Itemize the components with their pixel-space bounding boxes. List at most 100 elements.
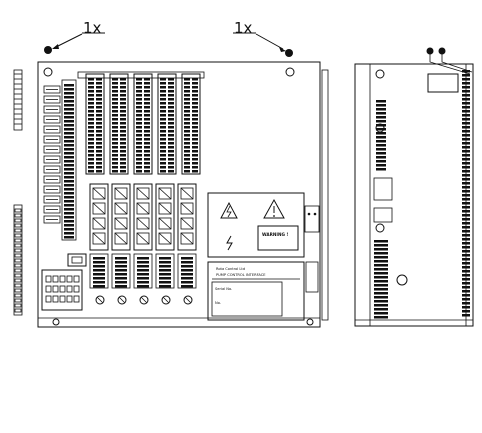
relay xyxy=(180,187,194,200)
terminal xyxy=(184,98,190,101)
relay-terminal xyxy=(93,277,105,280)
terminal xyxy=(144,138,150,141)
terminal xyxy=(112,114,118,117)
terminal xyxy=(192,130,198,133)
side-terminal xyxy=(462,282,470,285)
callout-left-arrowhead xyxy=(52,44,59,49)
front-board-outline xyxy=(37,61,321,328)
terminal xyxy=(168,102,174,105)
side-terminal xyxy=(462,186,470,189)
side-terminal xyxy=(462,106,470,109)
screw-slot xyxy=(118,296,126,304)
rail-terminal xyxy=(14,243,22,248)
screw-icon xyxy=(117,295,127,305)
bottom-terminal xyxy=(59,295,66,303)
relay-mark xyxy=(92,232,106,245)
terminal xyxy=(184,162,190,165)
terminal xyxy=(192,166,198,169)
screw-icon xyxy=(161,295,171,305)
terminal xyxy=(192,98,198,101)
left-terminal xyxy=(64,140,74,143)
relay xyxy=(92,232,106,245)
side-terminal xyxy=(462,142,470,145)
terminal xyxy=(96,158,102,161)
side-terminal xyxy=(462,294,470,297)
terminal xyxy=(160,146,166,149)
side-terminal xyxy=(374,308,388,311)
terminal xyxy=(168,134,174,137)
relay-terminal xyxy=(181,273,193,276)
screw-icon xyxy=(438,47,446,55)
side-terminal xyxy=(374,304,388,307)
relay-terminal xyxy=(181,277,193,280)
relay-terminal xyxy=(115,281,127,284)
terminal xyxy=(112,170,118,173)
terminal xyxy=(96,78,102,81)
side-terminal xyxy=(462,310,470,313)
terminal xyxy=(192,106,198,109)
side-terminal xyxy=(462,278,470,281)
relay-terminal xyxy=(93,265,105,268)
terminal xyxy=(112,126,118,129)
side-terminal xyxy=(462,258,470,261)
terminal xyxy=(120,170,126,173)
side-terminal xyxy=(462,242,470,245)
terminal xyxy=(120,118,126,121)
terminal xyxy=(96,106,102,109)
relay-column xyxy=(89,183,109,251)
side-terminal xyxy=(374,284,388,287)
terminal xyxy=(136,130,142,133)
left-terminal xyxy=(64,220,74,223)
left-terminal xyxy=(64,164,74,167)
component xyxy=(43,85,61,94)
left-terminal xyxy=(64,232,74,235)
terminal xyxy=(120,154,126,157)
left-terminal xyxy=(64,116,74,119)
bottom-left-terminal-block xyxy=(41,269,83,311)
exclamation-warning-icon xyxy=(263,198,285,219)
bottom-terminal xyxy=(52,275,59,283)
relay xyxy=(114,217,128,230)
rail-terminal xyxy=(14,223,22,228)
lightning-warning-icon xyxy=(220,201,238,219)
nameplate-field-box xyxy=(211,281,283,317)
component xyxy=(43,165,61,174)
terminal xyxy=(160,154,166,157)
side-terminal xyxy=(376,144,386,147)
relay-mark xyxy=(136,232,150,245)
terminal xyxy=(160,138,166,141)
side-terminal xyxy=(462,262,470,265)
terminal xyxy=(136,118,142,121)
right-side-rail xyxy=(321,69,329,321)
side-terminal xyxy=(462,122,470,125)
terminal xyxy=(120,102,126,105)
terminal xyxy=(144,78,150,81)
bottom-terminal xyxy=(52,295,59,303)
relay xyxy=(180,217,194,230)
terminal xyxy=(144,142,150,145)
terminal xyxy=(96,166,102,169)
side-terminal xyxy=(462,190,470,193)
side-terminal xyxy=(374,316,388,319)
component xyxy=(43,135,61,144)
terminal xyxy=(192,82,198,85)
terminal xyxy=(136,170,142,173)
component xyxy=(43,205,61,214)
terminal xyxy=(136,94,142,97)
terminal xyxy=(160,106,166,109)
left-terminal xyxy=(64,184,74,187)
terminal xyxy=(120,90,126,93)
terminal xyxy=(168,130,174,133)
bottom-terminal xyxy=(45,295,52,303)
side-terminal xyxy=(374,300,388,303)
left-din-rail-lower xyxy=(13,204,23,316)
terminal xyxy=(168,106,174,109)
front-view: WARNING ! Rota Control Ltd PUMP CONTROL … xyxy=(13,61,329,328)
terminal xyxy=(168,98,174,101)
terminal xyxy=(112,102,118,105)
component xyxy=(43,105,61,114)
terminal xyxy=(184,122,190,125)
relay-terminal xyxy=(93,261,105,264)
terminal xyxy=(96,94,102,97)
